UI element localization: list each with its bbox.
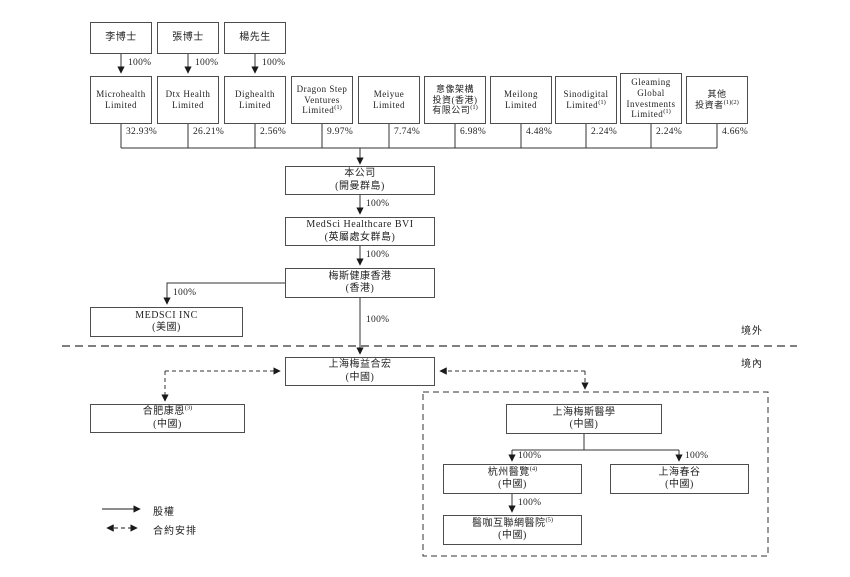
ownership-percent: 26.21%: [193, 127, 225, 137]
ownership-percent: 100%: [128, 58, 152, 68]
ownership-percent: 100%: [173, 288, 197, 298]
node-title: 意像架構 投資(香港) 有限公司: [432, 83, 478, 116]
ownership-percent: 2.24%: [656, 127, 683, 137]
region-label-offshore: 境外: [741, 326, 763, 337]
ownership-percent: 100%: [366, 315, 390, 325]
ownership-percent: 7.74%: [394, 127, 421, 137]
node-title: Sinodigital Limited: [563, 89, 609, 110]
ownership-percent: 2.24%: [591, 127, 618, 137]
node-title: MEDSCI INC: [135, 309, 198, 321]
node-shanghai-meiyi-hehong: 上海梅益合宏 (中國): [285, 357, 435, 386]
node-meiyue: Meiyue Limited: [358, 76, 420, 124]
node-title: 上海梅斯醫學: [552, 406, 616, 418]
node-the-company: 本公司 (開曼群島): [285, 166, 435, 195]
node-dighealth: Dighealth Limited: [224, 76, 286, 124]
equity-connectors: [117, 54, 718, 513]
node-medsci-inc: MEDSCI INC (美國): [90, 307, 243, 337]
ownership-percent: 9.97%: [327, 127, 354, 137]
region-label-onshore: 境內: [741, 359, 763, 370]
node-yixiang-jiagou: 意像架構 投資(香港) 有限公司(1): [424, 76, 486, 124]
node-medsci-health-hk: 梅斯健康香港 (香港): [285, 268, 435, 298]
node-title: Dighealth Limited: [235, 89, 275, 110]
node-jurisdiction: (英屬處女群島): [324, 231, 396, 243]
ownership-percent: 2.56%: [260, 127, 287, 137]
node-yika-internet-hospital: 醫咖互聯網醫院(5) (中國): [443, 515, 582, 545]
ownership-percent: 4.48%: [526, 127, 553, 137]
node-microhealth: Microhealth Limited: [90, 76, 152, 124]
node-gleaming-global: Gleaming Global Investments Limited(1): [620, 73, 682, 124]
node-jurisdiction: (中國): [345, 371, 375, 383]
node-meilong: Meilong Limited: [490, 76, 552, 124]
node-jurisdiction: (美國): [152, 322, 181, 333]
footnote-ref: (4): [529, 465, 538, 473]
ownership-percent: 100%: [366, 199, 390, 209]
node-title: 杭州醫覽: [487, 466, 530, 478]
node-title: Dtx Health Limited: [165, 89, 211, 110]
node-title: 李博士: [105, 31, 137, 43]
node-title: MedSci Healthcare BVI: [306, 219, 414, 230]
node-title: 本公司: [344, 168, 376, 179]
ownership-percent: 6.98%: [460, 127, 487, 137]
node-title: 梅斯健康香港: [328, 270, 392, 282]
node-sinodigital: Sinodigital Limited(1): [555, 76, 617, 124]
node-li-boshi: 李博士: [90, 22, 152, 54]
node-title: 其他 投資者: [695, 89, 727, 110]
node-title: 合肥康恩: [142, 406, 185, 417]
node-title: Meiyue Limited: [373, 89, 405, 110]
node-jurisdiction: (中國): [569, 419, 599, 430]
ownership-percent: 100%: [685, 451, 709, 461]
ownership-percent: 100%: [366, 250, 390, 260]
legend-contract-label: 合約安排: [153, 526, 197, 537]
node-zhang-boshi: 張博士: [157, 22, 219, 54]
node-dragon-step: Dragon Step Ventures Limited(1): [291, 76, 353, 124]
node-title: Meilong Limited: [504, 89, 538, 110]
node-jurisdiction: (香港): [345, 283, 375, 294]
node-jurisdiction: (中國): [498, 530, 527, 541]
node-title: Dragon Step Ventures Limited: [296, 83, 348, 116]
vie-group-frame: [422, 391, 769, 557]
node-shanghai-chungu: 上海春谷 (中國): [610, 464, 749, 494]
ownership-percent: 4.66%: [722, 127, 749, 137]
ownership-percent: 32.93%: [126, 127, 158, 137]
footnote-ref: (5): [545, 516, 554, 524]
legend-arrows: [102, 505, 141, 532]
node-yang-xiansheng: 楊先生: [224, 22, 286, 54]
node-title: 醫咖互聯網醫院: [471, 517, 546, 529]
node-title: 張博士: [172, 31, 204, 43]
ownership-percent: 100%: [518, 451, 542, 461]
node-medsci-healthcare-bvi: MedSci Healthcare BVI (英屬處女群島): [285, 217, 435, 246]
node-title: 上海梅益合宏: [328, 359, 392, 370]
node-shanghai-medsci-medical: 上海梅斯醫學 (中國): [506, 404, 662, 434]
node-jurisdiction: (中國): [665, 479, 694, 490]
ownership-percent: 100%: [195, 58, 219, 68]
footnote-ref: (1): [334, 104, 342, 112]
node-title: Microhealth Limited: [96, 89, 146, 110]
node-other-investors: 其他 投資者(1)(2): [686, 76, 748, 124]
node-title: 楊先生: [239, 31, 271, 43]
footnote-ref: (1)(2): [723, 99, 739, 106]
legend-equity-label: 股權: [153, 507, 175, 518]
node-title: 上海春谷: [658, 466, 701, 478]
contractual-connectors: [161, 367, 589, 402]
footnote-ref: (1): [598, 99, 606, 106]
footnote-ref: (1): [470, 104, 478, 112]
node-dtx-health: Dtx Health Limited: [157, 76, 219, 124]
node-jurisdiction: (中國): [153, 418, 182, 430]
footnote-ref: (1): [663, 108, 671, 116]
ownership-percent: 100%: [262, 58, 286, 68]
node-hefei-kangen: 合肥康恩(3) (中國): [90, 404, 245, 433]
node-hangzhou-yilan: 杭州醫覽(4) (中國): [443, 464, 582, 494]
ownership-percent: 100%: [518, 498, 542, 508]
node-title: Gleaming Global Investments Limited: [626, 76, 676, 120]
footnote-ref: (3): [184, 404, 193, 412]
node-jurisdiction: (中國): [498, 479, 527, 490]
node-jurisdiction: (開曼群島): [335, 180, 385, 192]
